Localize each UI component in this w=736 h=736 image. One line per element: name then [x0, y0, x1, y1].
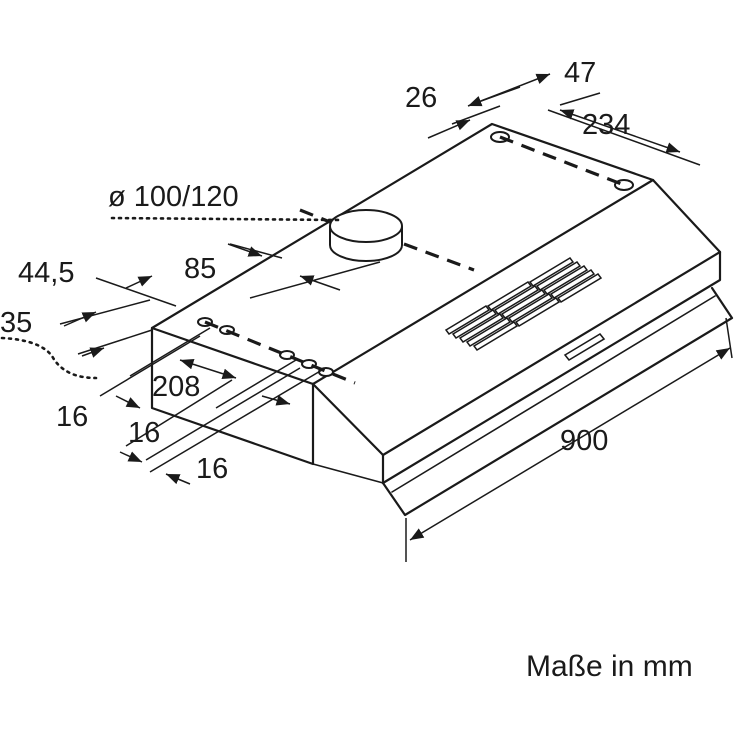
hood-top-face [150, 122, 655, 386]
vent-slot-11 [528, 257, 575, 287]
dim-label-16-c: 16 [196, 453, 228, 485]
units-caption: Maße in mm [526, 650, 693, 683]
hood-body [150, 122, 734, 517]
vent-slot-9 [507, 293, 554, 323]
vent-slot-6 [486, 281, 533, 311]
diameter-leader [110, 216, 344, 222]
dim-line-85b [299, 275, 341, 291]
dimension-labels: 26 47 234 ø 100/120 85 44,5 35 208 16 16… [0, 57, 630, 485]
dim-label-diameter: ø 100/120 [108, 181, 239, 213]
dim-line-35b [81, 347, 105, 358]
vent-slot-10 [514, 297, 561, 327]
vent-slot-14 [549, 269, 596, 299]
dim-label-85: 85 [184, 253, 216, 285]
dim-label-900: 900 [560, 425, 608, 457]
hood-bottom-rail [381, 286, 734, 517]
dim-line-234 [559, 109, 681, 153]
dim-line-47 [467, 73, 551, 107]
dim-line-16-a [115, 395, 141, 409]
vent-slot-13 [542, 265, 589, 295]
dim-line-35 [63, 311, 97, 327]
rear-mounting-holes [490, 131, 634, 191]
vent-slot-2 [451, 309, 498, 339]
control-strip [563, 332, 606, 362]
dim-line-35-ext [77, 329, 153, 355]
exhaust-spigot [110, 208, 475, 272]
dim-line-26 [427, 119, 471, 139]
dim-label-16-b: 16 [128, 417, 160, 449]
rear-holes-centerline [499, 135, 625, 187]
vent-grille [444, 257, 603, 351]
hood-left-end-face [150, 326, 315, 466]
dim-label-26: 26 [405, 82, 437, 114]
dim-label-35: 35 [0, 307, 32, 339]
front-holes-centerline [204, 320, 356, 385]
vent-slot-12 [535, 261, 582, 291]
hood-underside [312, 463, 384, 484]
dim-label-44_5: 44,5 [18, 257, 74, 289]
vent-slot-3 [458, 313, 505, 343]
vent-slot-1 [444, 305, 491, 335]
dim-line-85 [227, 243, 263, 257]
dim-label-234: 234 [582, 109, 630, 141]
spigot-rim [329, 209, 403, 243]
dim-label-47: 47 [564, 57, 596, 89]
dim-line-16-b [261, 395, 291, 406]
spigot-centerline-long [403, 242, 475, 272]
vent-slot-4 [465, 317, 512, 347]
dimension-lines [0, 73, 733, 562]
dim-line-208 [179, 358, 237, 380]
vent-slot-7 [493, 285, 540, 315]
dim-line-44_5 [125, 275, 153, 289]
dim-line-16-c [165, 473, 191, 485]
vent-slot-8 [500, 289, 547, 319]
dim-35-leader [0, 336, 98, 380]
dim-label-16-a: 16 [56, 401, 88, 433]
hood-bottom-rail-inner [391, 295, 716, 493]
dim-label-208: 208 [152, 371, 200, 403]
dim-line-16-b2 [119, 451, 143, 463]
vent-slot-15 [556, 273, 603, 303]
dim-line-900 [409, 347, 731, 541]
